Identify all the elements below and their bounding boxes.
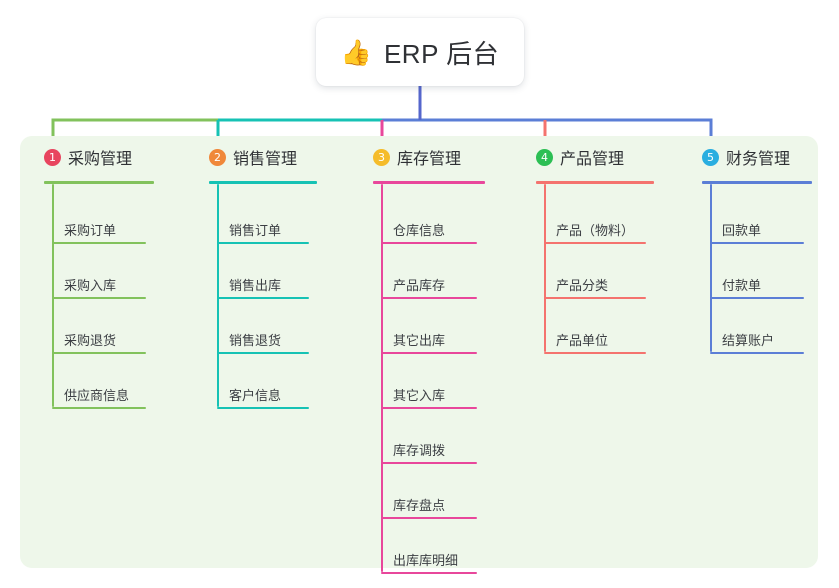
leaf-underline bbox=[381, 242, 477, 244]
column-title: 销售管理 bbox=[233, 151, 298, 168]
leaf-underline bbox=[52, 242, 146, 244]
column-underline bbox=[702, 181, 812, 184]
column-header-1[interactable]: 1 采购管理 bbox=[44, 145, 132, 169]
leaf-label: 采购入库 bbox=[64, 278, 117, 293]
column-spine bbox=[381, 184, 383, 572]
leaf-label: 库存调拨 bbox=[393, 443, 446, 458]
leaf-underline bbox=[52, 352, 146, 354]
column-underline bbox=[373, 181, 485, 184]
leaf-underline bbox=[381, 572, 477, 574]
leaf-label: 销售订单 bbox=[229, 223, 282, 238]
leaf-label: 回款单 bbox=[722, 223, 762, 238]
column-title: 财务管理 bbox=[726, 151, 791, 168]
leaf-underline bbox=[710, 297, 804, 299]
leaf-underline bbox=[217, 297, 309, 299]
leaf-underline bbox=[544, 352, 646, 354]
column-badge-2: 2 bbox=[209, 148, 226, 166]
column-spine bbox=[52, 184, 54, 407]
column-spine bbox=[710, 184, 712, 352]
leaf-underline bbox=[381, 517, 477, 519]
leaf-underline bbox=[381, 352, 477, 354]
leaf-label: 仓库信息 bbox=[393, 223, 446, 238]
leaf-label: 其它入库 bbox=[393, 388, 446, 403]
column-badge-4: 4 bbox=[536, 148, 553, 166]
leaf-label: 产品（物料） bbox=[556, 223, 635, 238]
leaf-underline bbox=[217, 407, 309, 409]
column-spine bbox=[217, 184, 219, 407]
leaf-label: 采购退货 bbox=[64, 333, 117, 348]
leaf-label: 其它出库 bbox=[393, 333, 446, 348]
leaf-underline bbox=[544, 297, 646, 299]
leaf-underline bbox=[381, 297, 477, 299]
thumbs-up-icon: 👍 bbox=[340, 37, 372, 67]
leaf-underline bbox=[544, 242, 646, 244]
leaf-label: 付款单 bbox=[722, 278, 762, 293]
column-underline bbox=[44, 181, 154, 184]
column-title: 库存管理 bbox=[397, 151, 462, 168]
leaf-label: 销售退货 bbox=[229, 333, 282, 348]
leaf-underline bbox=[52, 297, 146, 299]
column-header-5[interactable]: 5 财务管理 bbox=[702, 145, 790, 169]
leaf-label: 产品分类 bbox=[556, 278, 609, 293]
root-title: ERP 后台 bbox=[383, 38, 500, 69]
leaf-underline bbox=[217, 242, 309, 244]
column-underline bbox=[536, 181, 654, 184]
leaf-label: 销售出库 bbox=[229, 278, 282, 293]
leaf-underline bbox=[381, 462, 477, 464]
root-node[interactable]: 👍 ERP 后台 bbox=[316, 18, 524, 86]
leaf-label: 采购订单 bbox=[64, 223, 117, 238]
leaf-underline bbox=[217, 352, 309, 354]
column-header-3[interactable]: 3 库存管理 bbox=[373, 145, 461, 169]
column-badge-1: 1 bbox=[44, 148, 61, 166]
leaf-underline bbox=[710, 242, 804, 244]
column-header-2[interactable]: 2 销售管理 bbox=[209, 145, 297, 169]
leaf-label: 产品单位 bbox=[556, 333, 609, 348]
leaf-underline bbox=[710, 352, 804, 354]
column-badge-3: 3 bbox=[373, 148, 390, 166]
leaf-label: 库存盘点 bbox=[393, 498, 446, 513]
column-underline bbox=[209, 181, 317, 184]
leaf-label: 产品库存 bbox=[393, 278, 446, 293]
column-title: 产品管理 bbox=[560, 151, 625, 168]
column-badge-5: 5 bbox=[702, 148, 719, 166]
column-title: 采购管理 bbox=[68, 151, 133, 168]
leaf-label: 结算账户 bbox=[722, 333, 775, 348]
column-header-4[interactable]: 4 产品管理 bbox=[536, 145, 624, 169]
leaf-label: 供应商信息 bbox=[64, 388, 130, 403]
leaf-label: 客户信息 bbox=[229, 388, 282, 403]
leaf-underline bbox=[381, 407, 477, 409]
column-spine bbox=[544, 184, 546, 352]
leaf-label: 出库库明细 bbox=[393, 553, 459, 568]
leaf-underline bbox=[52, 407, 146, 409]
